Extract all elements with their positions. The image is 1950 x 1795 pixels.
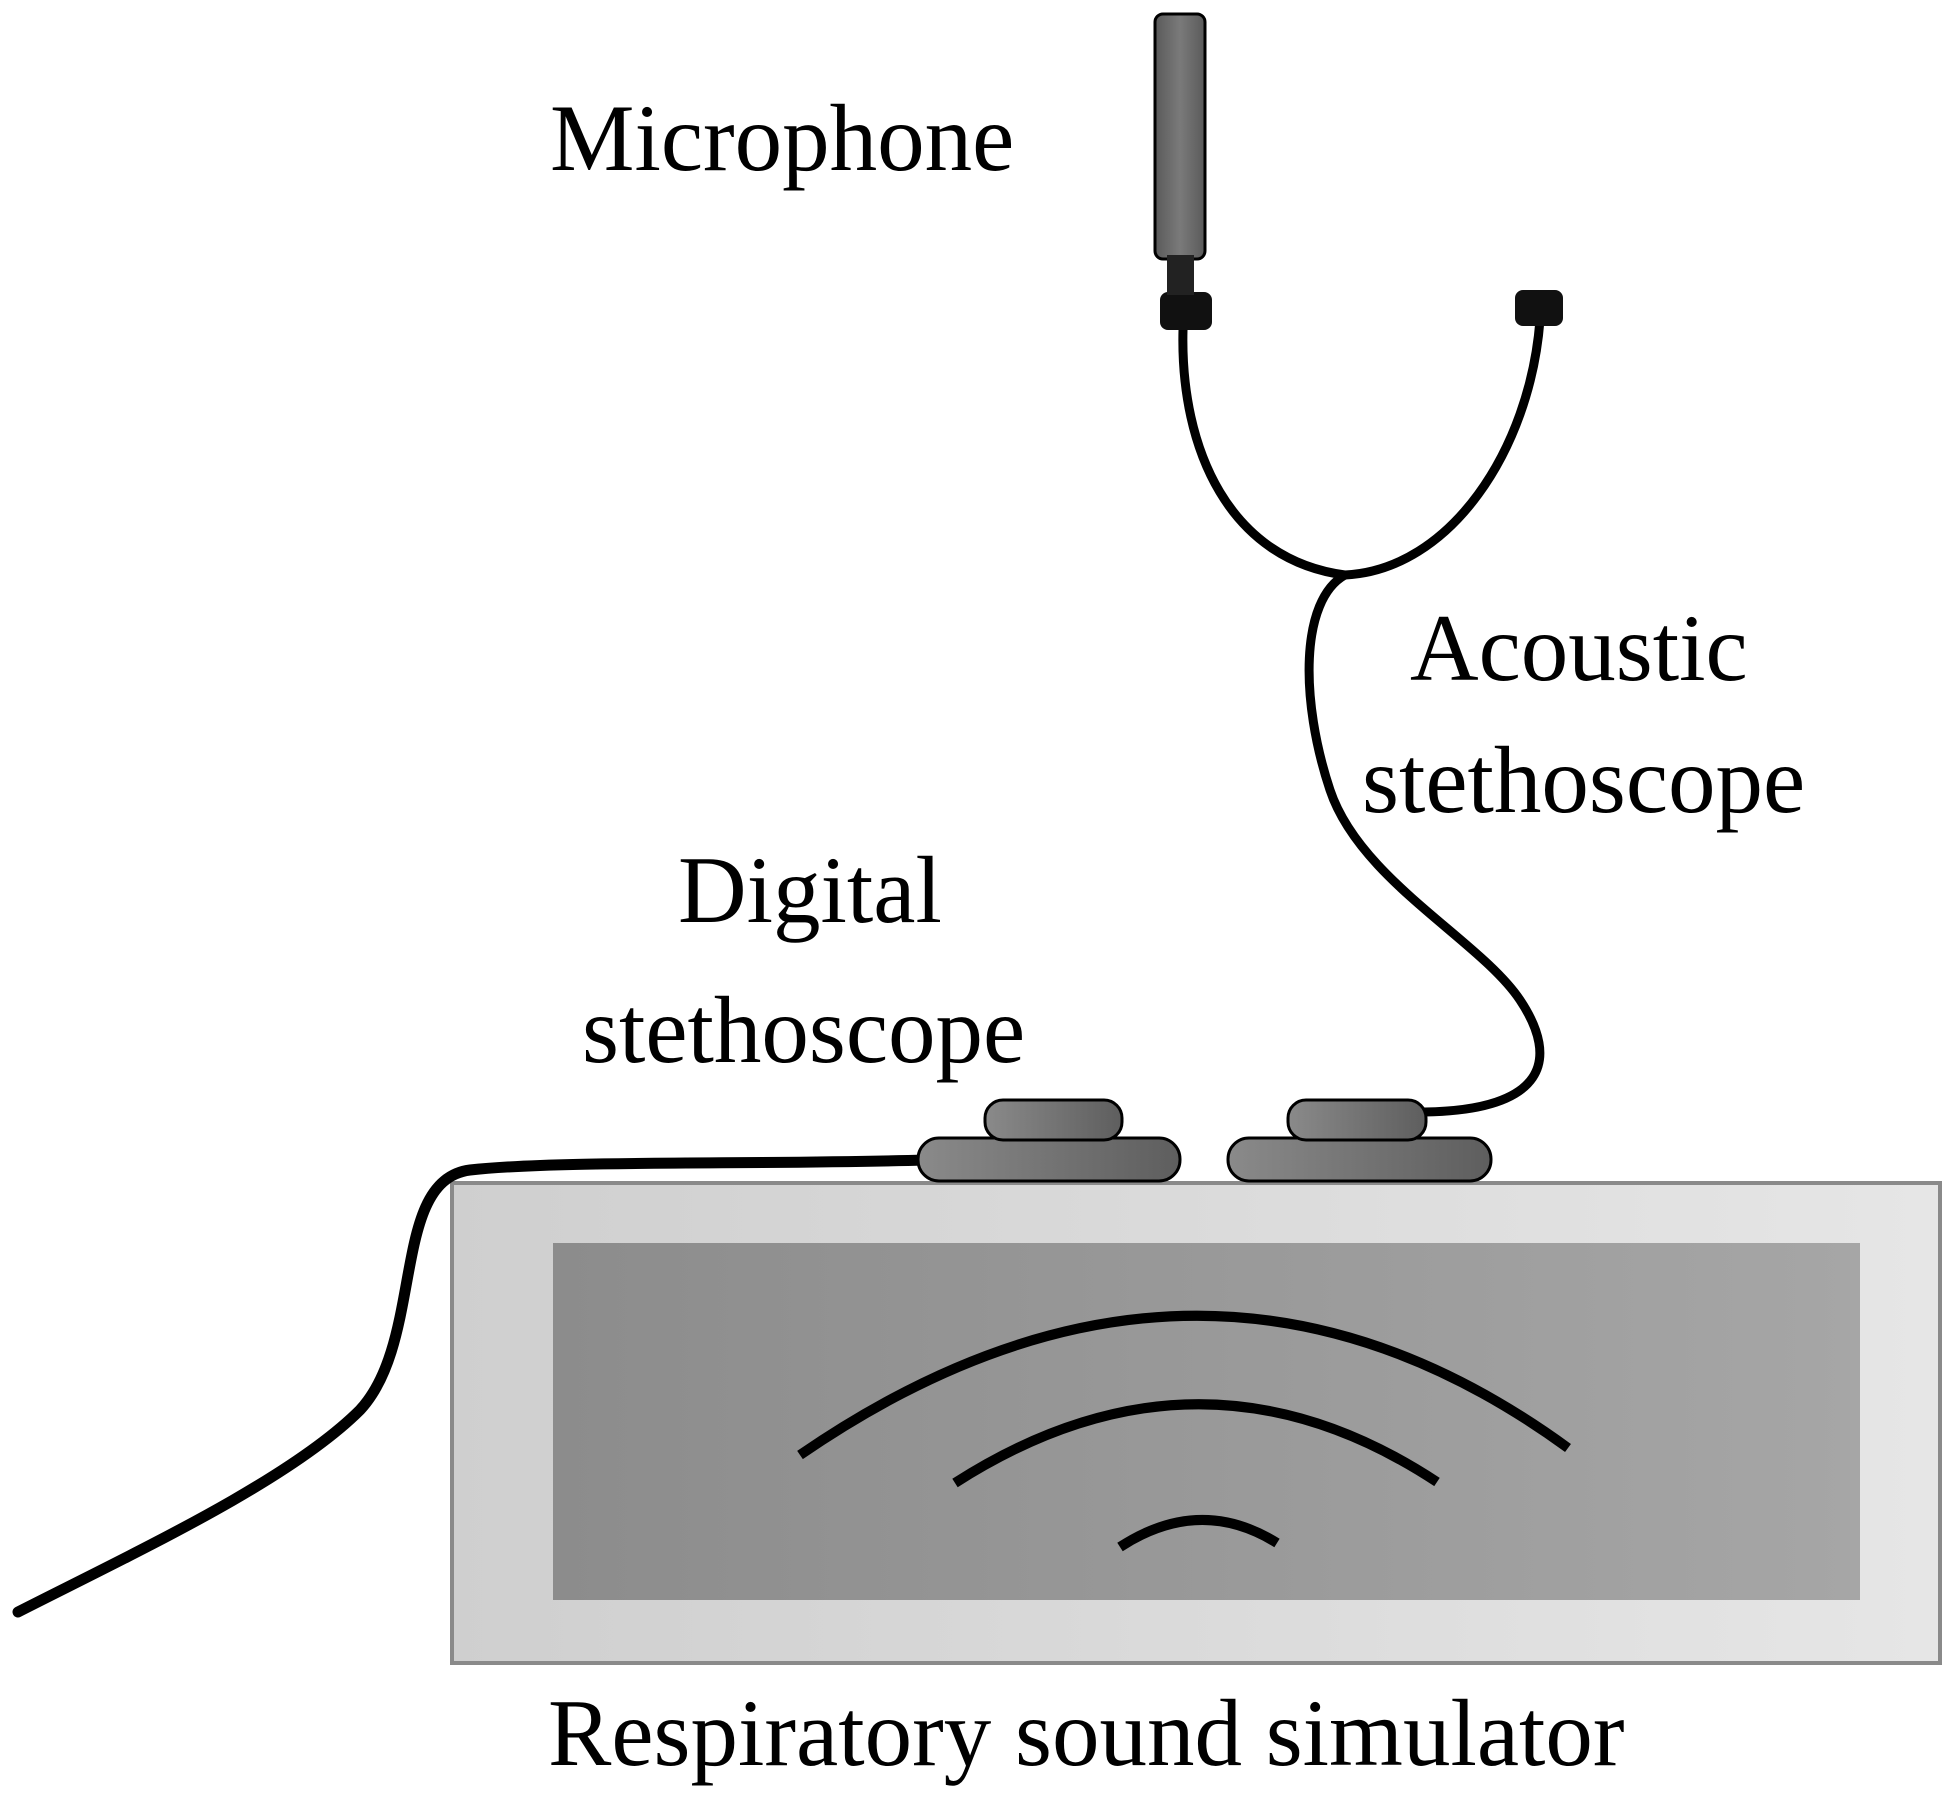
respiratory-sound-simulator <box>450 1181 1942 1665</box>
digital-stethoscope-top <box>983 1098 1124 1142</box>
simulator-inner-panel <box>553 1243 1860 1600</box>
digital-stethoscope-icon <box>916 1098 1182 1183</box>
acoustic-stethoscope-left-earpiece <box>1160 292 1212 330</box>
acoustic-stethoscope-icon <box>1160 290 1563 1183</box>
acoustic-stethoscope-right-tube <box>1340 315 1545 580</box>
digital-stethoscope-base <box>916 1136 1182 1183</box>
microphone-neck <box>1167 255 1194 295</box>
acoustic-stethoscope-right-earpiece <box>1515 290 1563 326</box>
acoustic-stethoscope-top <box>1286 1098 1428 1142</box>
respiratory-sound-simulator-label: Respiratory sound simulator <box>548 1680 1625 1786</box>
sound-waves-icon <box>797 1310 1571 1552</box>
microphone-label: Microphone <box>550 85 1014 191</box>
acoustic-stethoscope-label-line1: Acoustic <box>1410 595 1748 701</box>
acoustic-stethoscope-label-line2: stethoscope <box>1362 727 1805 833</box>
digital-stethoscope-cable <box>12 1154 931 1618</box>
microphone-icon <box>1153 12 1207 295</box>
sound-wave-medium <box>952 1399 1440 1488</box>
microphone-body <box>1153 12 1207 261</box>
sound-wave-small <box>1117 1515 1280 1552</box>
acoustic-stethoscope-left-tube <box>1178 325 1350 580</box>
digital-stethoscope-label-line1: Digital <box>678 837 942 943</box>
digital-stethoscope-label-line2: stethoscope <box>582 977 1025 1083</box>
sound-wave-large <box>797 1310 1571 1460</box>
acoustic-stethoscope-main-tube <box>1304 570 1545 1117</box>
acoustic-stethoscope-base <box>1226 1136 1493 1183</box>
